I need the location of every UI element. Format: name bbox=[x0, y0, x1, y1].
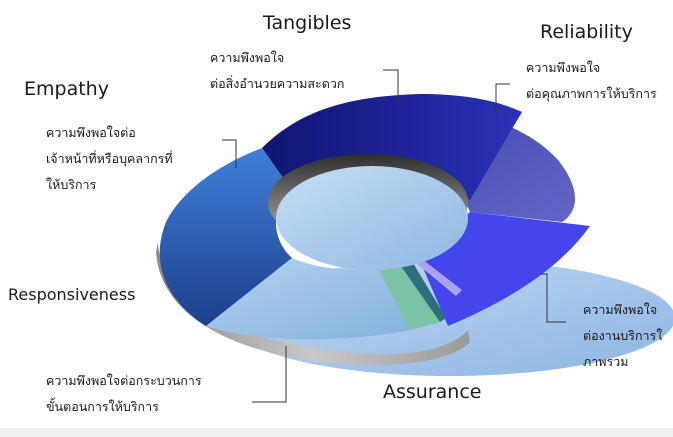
responsiveness-slice bbox=[206, 258, 410, 340]
empathy-title: Empathy bbox=[24, 78, 109, 100]
empathy-slice bbox=[159, 148, 292, 326]
assurance-note: ความพึงพอใจ ต่องานบริการใ ภาพรวม bbox=[583, 297, 673, 375]
center-disc bbox=[276, 166, 468, 270]
tangibles-leader bbox=[383, 69, 399, 102]
assurance-note-line: ต่องานบริการใ bbox=[583, 328, 663, 343]
responsiveness-leader bbox=[252, 346, 287, 403]
ring-side-wall bbox=[156, 242, 470, 366]
assurance-leader bbox=[540, 273, 566, 323]
assurance-note-line: ความพึงพอใจ bbox=[583, 302, 658, 317]
reliability-note: ความพึงพอใจ ต่อคุณภาพการให้บริการ bbox=[526, 55, 657, 107]
empathy-note-line: เจ้าหน้าที่หรือบุคลากรที่ bbox=[46, 151, 173, 166]
assurance-note-line: ภาพรวม bbox=[583, 354, 629, 369]
green-wedge bbox=[378, 262, 440, 330]
empathy-leader bbox=[222, 139, 237, 168]
reliability-note-line: ต่อคุณภาพการให้บริการ bbox=[526, 86, 657, 101]
tangibles-note-line: ความพึงพอใจ bbox=[210, 50, 285, 65]
tangibles-note-line: ต่อสิ่งอำนวยความสะดวก bbox=[210, 76, 345, 91]
assurance-title: Assurance bbox=[383, 381, 482, 403]
empathy-note-line: ให้บริการ bbox=[46, 177, 97, 192]
teal-wedge bbox=[398, 258, 446, 322]
tangibles-title: Tangibles bbox=[263, 12, 352, 34]
empathy-note-line: ความพึงพอใจต่อ bbox=[46, 125, 136, 140]
empathy-note: ความพึงพอใจต่อ เจ้าหน้าที่หรือบุคลากรที่… bbox=[46, 120, 173, 198]
reliability-leader bbox=[495, 83, 510, 115]
assurance-slice-edge bbox=[410, 256, 462, 296]
bottom-strip bbox=[0, 428, 673, 437]
tangibles-note: ความพึงพอใจ ต่อสิ่งอำนวยความสะดวก bbox=[210, 45, 344, 97]
responsiveness-title: Responsiveness bbox=[8, 285, 136, 304]
assurance-slice bbox=[418, 212, 590, 326]
responsiveness-note-line: ขั้นตอนการให้บริการ bbox=[46, 399, 159, 414]
reliability-title: Reliability bbox=[540, 21, 633, 43]
reliability-note-line: ความพึงพอใจ bbox=[526, 60, 601, 75]
responsiveness-note-line: ความพึงพอใจต่อกระบวนการ bbox=[46, 373, 202, 388]
responsiveness-note: ความพึงพอใจต่อกระบวนการ ขั้นตอนการให้บริ… bbox=[46, 368, 202, 420]
